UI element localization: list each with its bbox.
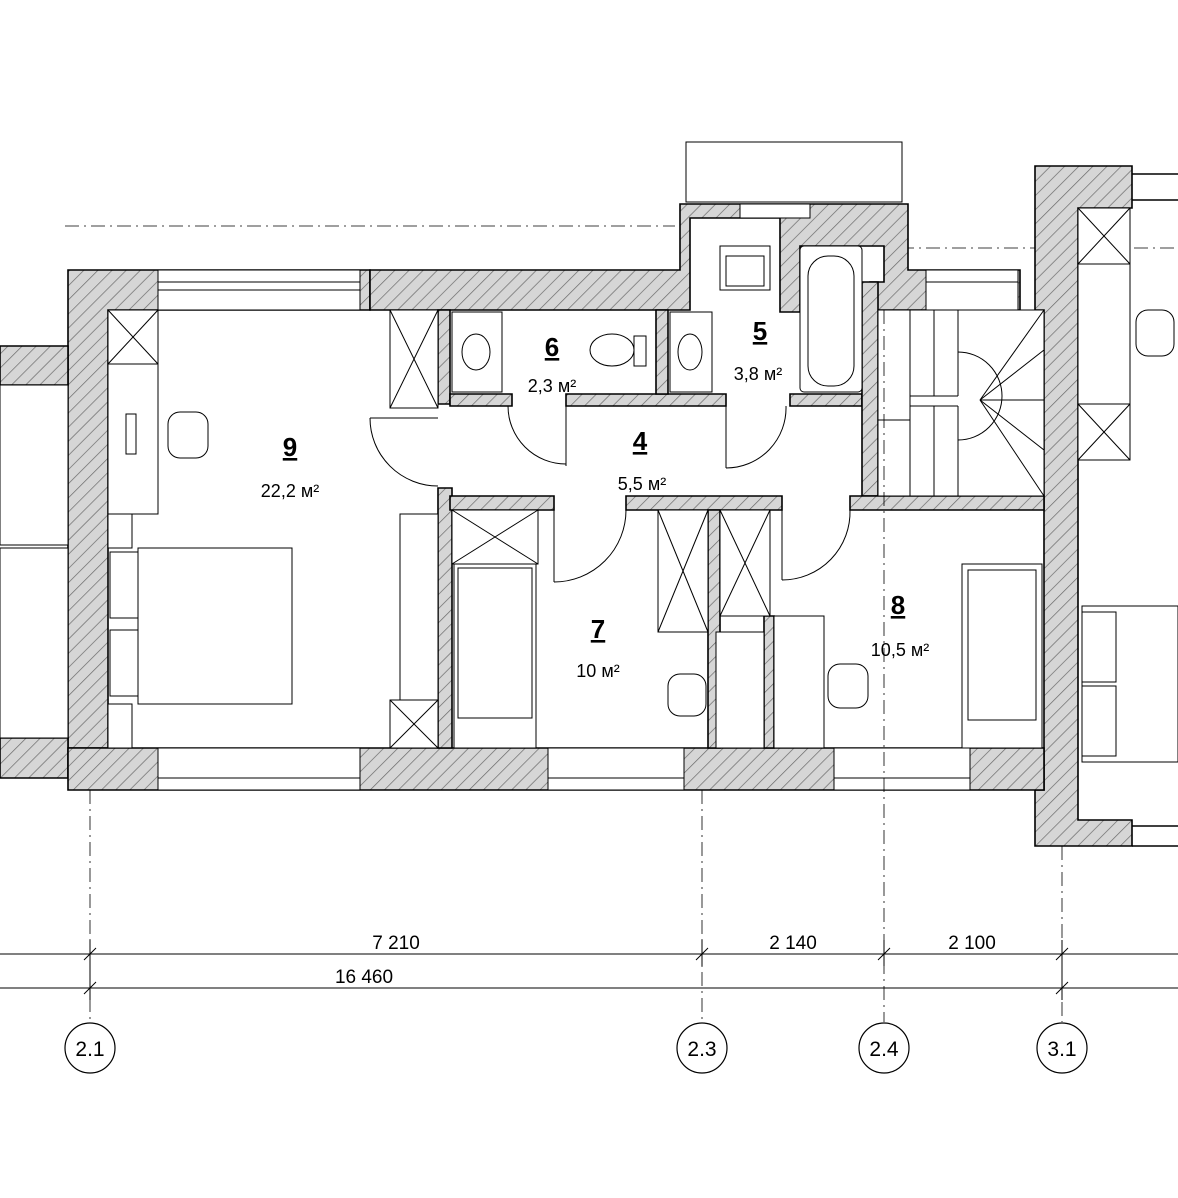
dimension-segment-3: 2 100 xyxy=(948,933,996,954)
svg-text:2.3: 2.3 xyxy=(687,1038,716,1061)
dimension-segment-2: 2 140 xyxy=(769,933,817,954)
room-9-number: 9 xyxy=(283,432,297,462)
room-8-number: 8 xyxy=(891,590,905,620)
room-6-area: 2,3 м² xyxy=(528,376,576,396)
dimension-overall: 16 460 xyxy=(335,967,393,988)
axis-marker-2-4: 2.4 xyxy=(858,1022,910,1074)
axis-marker-2-3: 2.3 xyxy=(676,1022,728,1074)
svg-text:2.1: 2.1 xyxy=(75,1038,104,1061)
room-9-area: 22,2 м² xyxy=(261,481,319,501)
room-8-area: 10,5 м² xyxy=(871,640,929,660)
svg-text:3.1: 3.1 xyxy=(1047,1038,1076,1061)
room-5-area: 3,8 м² xyxy=(734,364,782,384)
room-6-number: 6 xyxy=(545,332,559,362)
svg-text:2.4: 2.4 xyxy=(869,1038,899,1061)
room-7-area: 10 м² xyxy=(576,661,619,681)
room-5-number: 5 xyxy=(753,316,767,346)
room-4-number: 4 xyxy=(633,426,648,456)
axis-marker-2-1: 2.1 xyxy=(64,1022,116,1074)
dimension-lines xyxy=(0,940,1178,1000)
windows xyxy=(157,203,1019,791)
axis-marker-3-1: 3.1 xyxy=(1036,1022,1088,1074)
furniture xyxy=(0,207,1178,763)
staircase xyxy=(877,309,1045,497)
dimension-segment-1: 7 210 xyxy=(372,933,420,954)
doors xyxy=(369,405,851,583)
room-4-area: 5,5 м² xyxy=(618,474,666,494)
room-7-number: 7 xyxy=(591,614,605,644)
